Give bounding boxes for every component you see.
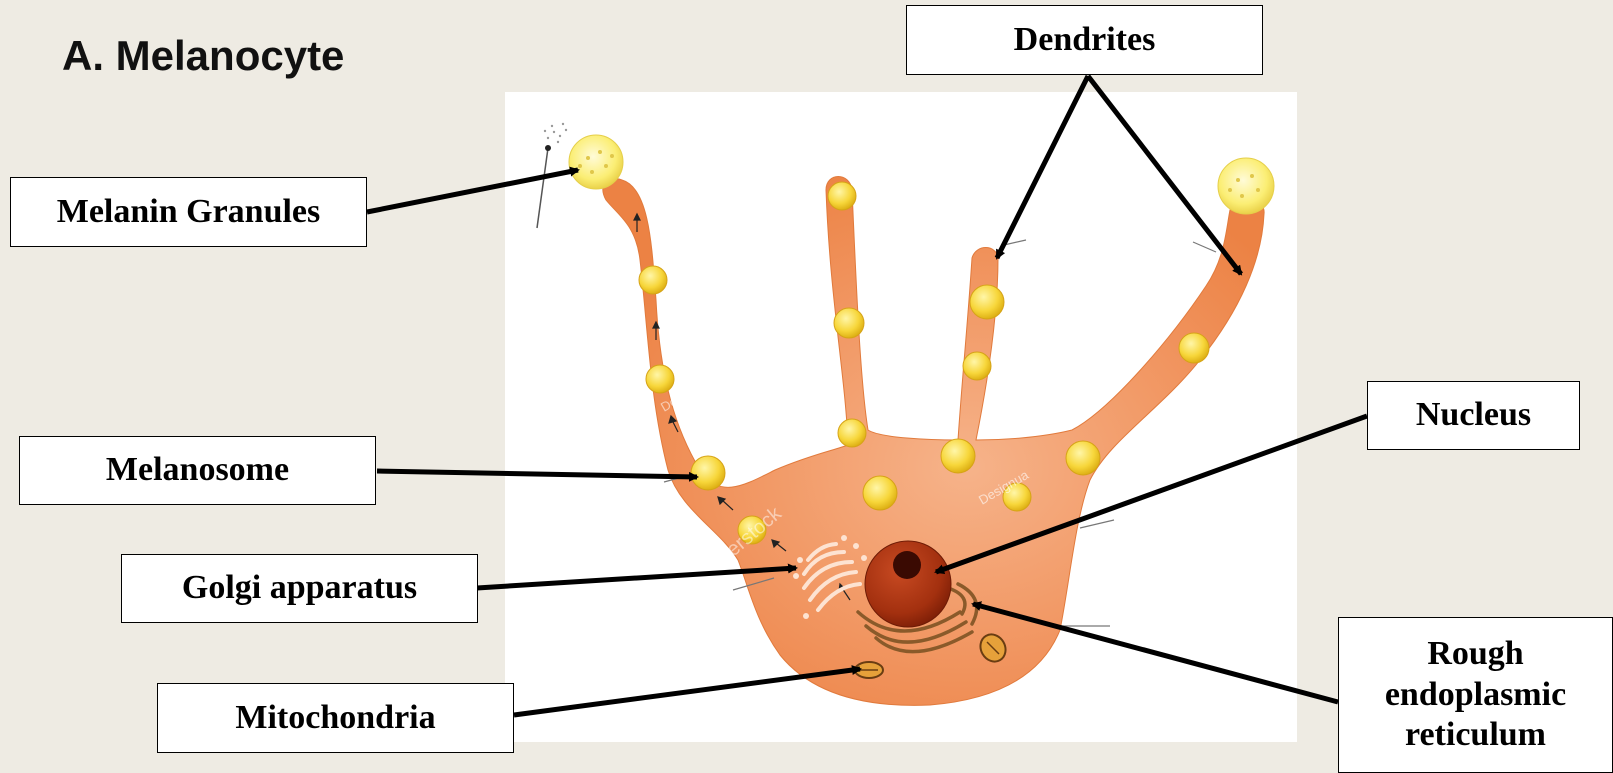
nucleolus bbox=[893, 551, 921, 579]
melanosome bbox=[1179, 333, 1209, 363]
arrow-mitochondria bbox=[514, 669, 860, 715]
pointer-line-decor bbox=[537, 148, 548, 228]
label-golgi-text: Golgi apparatus bbox=[182, 568, 417, 609]
label-mitochondria: Mitochondria bbox=[157, 683, 514, 753]
label-melanosome: Melanosome bbox=[19, 436, 376, 505]
label-melanosome-text: Melanosome bbox=[106, 450, 289, 491]
label-melanin-granules: Melanin Granules bbox=[10, 177, 367, 247]
label-golgi-apparatus: Golgi apparatus bbox=[121, 554, 478, 623]
arrow-melanin-granules bbox=[367, 170, 578, 212]
granule-release-spray bbox=[544, 123, 567, 143]
melanosome bbox=[691, 456, 725, 490]
melanosome bbox=[834, 308, 864, 338]
label-rough-er-line1: Rough bbox=[1427, 634, 1523, 675]
label-mitochondria-text: Mitochondria bbox=[235, 698, 435, 739]
arrow-dendrites-2 bbox=[1088, 76, 1241, 274]
nucleus bbox=[865, 541, 951, 627]
pointer-dot-decor bbox=[545, 145, 551, 151]
label-dendrites: Dendrites bbox=[906, 5, 1263, 75]
melanosome bbox=[838, 419, 866, 447]
arrow-dendrites-1 bbox=[997, 76, 1088, 258]
melanin-granule-cloud-left bbox=[569, 135, 623, 189]
label-nucleus: Nucleus bbox=[1367, 381, 1580, 450]
melanosome bbox=[1066, 441, 1100, 475]
melanosome bbox=[828, 182, 856, 210]
melanosome bbox=[970, 285, 1004, 319]
label-nucleus-text: Nucleus bbox=[1416, 395, 1531, 436]
melanosome bbox=[639, 266, 667, 294]
melanosome bbox=[941, 439, 975, 473]
melanosome bbox=[963, 352, 991, 380]
melanin-granule-cloud-right bbox=[1218, 158, 1274, 214]
label-rough-er: Rough endoplasmic reticulum bbox=[1338, 617, 1613, 773]
label-rough-er-line3: reticulum bbox=[1405, 715, 1546, 756]
label-rough-er-line2: endoplasmic bbox=[1385, 675, 1566, 716]
label-dendrites-text: Dendrites bbox=[1014, 20, 1156, 61]
melanosome bbox=[863, 476, 897, 510]
label-melanin-granules-text: Melanin Granules bbox=[57, 192, 321, 233]
melanosome bbox=[646, 365, 674, 393]
arrow-melanosome bbox=[377, 471, 697, 477]
